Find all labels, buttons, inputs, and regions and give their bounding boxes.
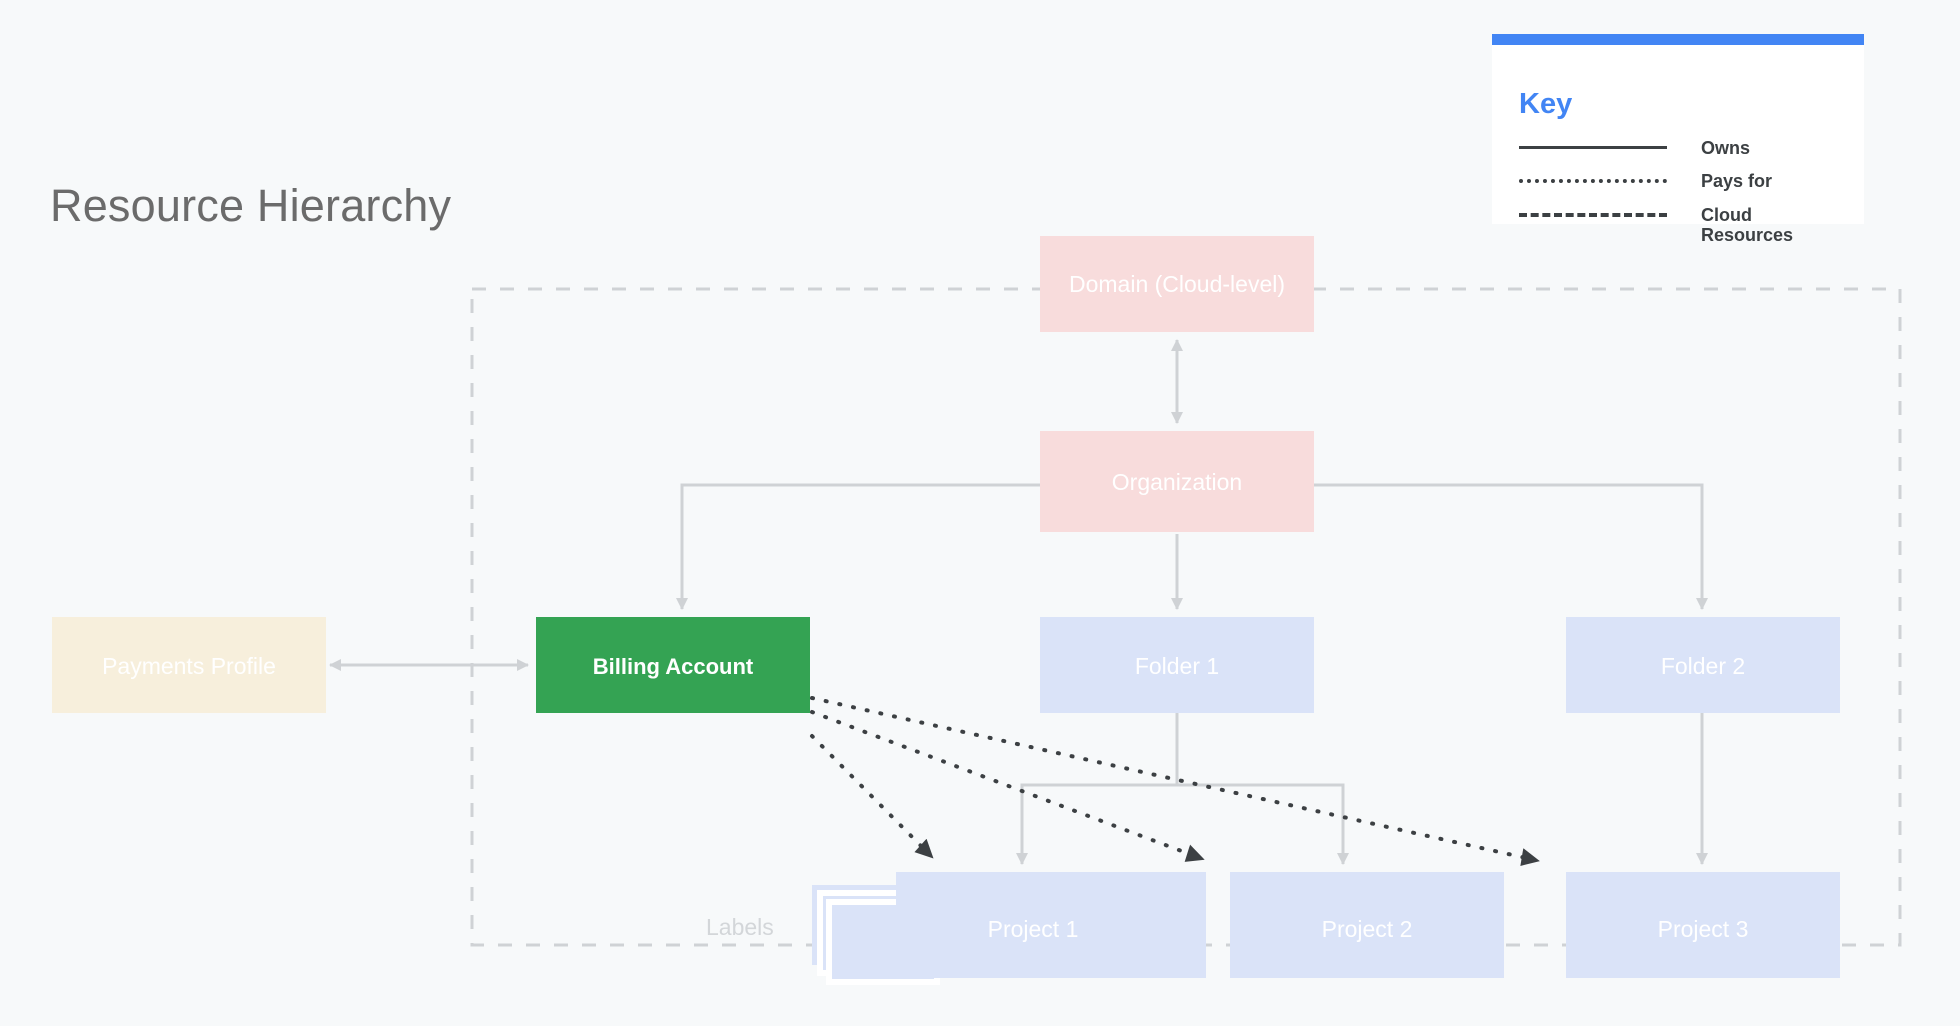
node-domain-label: Domain (Cloud-level) [1069, 271, 1285, 297]
node-folder-2[interactable]: Folder 2 [1566, 617, 1840, 713]
node-folder-1[interactable]: Folder 1 [1040, 617, 1314, 713]
key-label-cloud-resources-line1: Cloud [1701, 204, 1752, 225]
key-label-owns: Owns [1701, 138, 1751, 158]
node-project-2-label: Project 2 [1322, 916, 1413, 942]
node-domain[interactable]: Domain (Cloud-level) [1040, 236, 1314, 332]
key-label-cloud-resources: Cloud Resources [1667, 205, 1793, 246]
labels-annotation: Labels [706, 914, 774, 940]
key-row-cloud-resources: Cloud Resources [1519, 205, 1839, 246]
node-project-2[interactable]: Project 2 [1230, 872, 1504, 978]
edge-billing-pays-project3 [810, 696, 1540, 866]
node-billing-account-label: Billing Account [593, 654, 754, 679]
node-organization-label: Organization [1112, 469, 1242, 495]
key-accent-bar [1492, 34, 1864, 45]
key-rows: Owns Pays for Cloud Resources [1519, 138, 1839, 258]
node-folder-2-label: Folder 2 [1661, 653, 1745, 679]
key-title: Key [1519, 88, 1573, 120]
pays-for-edges [810, 696, 1540, 866]
key-label-pays-for: Pays for [1701, 171, 1773, 192]
owns-edges [329, 339, 1708, 865]
edge-billing-pays-project1 [810, 734, 934, 859]
edge-billing-pays-project2 [810, 710, 1205, 862]
node-billing-account[interactable]: Billing Account [536, 617, 810, 713]
key-row-pays-for: Pays for [1519, 171, 1839, 191]
node-project-1-label: Project 1 [988, 916, 1079, 942]
edge-organization-folder2 [1314, 483, 1708, 610]
edge-organization-billing [676, 483, 1040, 610]
key-legend-card: Key Owns Pays for Cloud Resources [1492, 34, 1864, 245]
node-payments-profile-label: Payments Profile [102, 653, 276, 679]
key-row-owns: Owns [1519, 138, 1839, 158]
page-title: Resource Hierarchy [50, 180, 452, 231]
node-organization[interactable]: Organization [1040, 431, 1314, 532]
dotted-line-icon [1519, 171, 1667, 190]
node-project-1[interactable]: Project 1 [896, 872, 1206, 978]
node-folder-1-label: Folder 1 [1135, 653, 1219, 679]
node-project-3[interactable]: Project 3 [1566, 872, 1840, 978]
dashed-line-icon [1519, 205, 1667, 224]
key-label-cloud-resources-line2: Resources [1701, 224, 1794, 245]
node-payments-profile[interactable]: Payments Profile [52, 617, 326, 713]
solid-line-icon [1519, 138, 1667, 157]
edge-folder1-project2 [1175, 713, 1349, 865]
node-project-3-label: Project 3 [1658, 916, 1749, 942]
